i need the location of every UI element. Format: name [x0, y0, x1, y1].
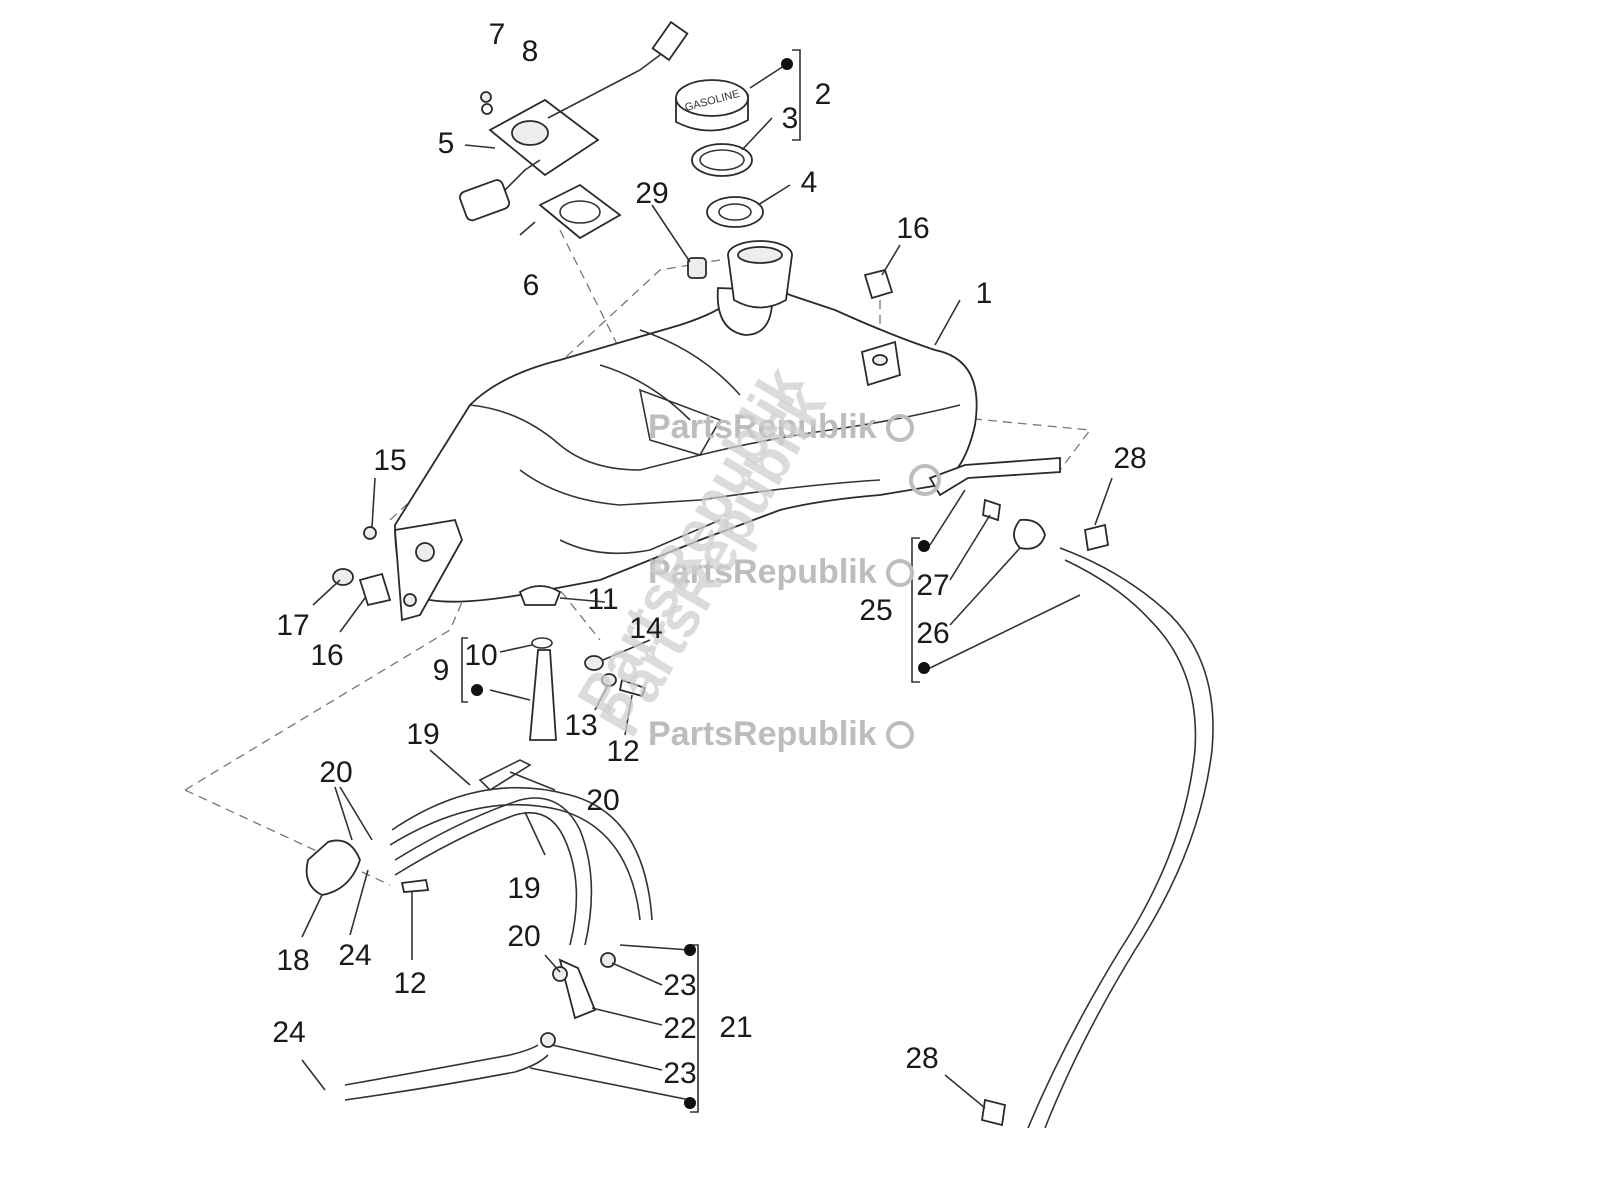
part-28-clip-top — [1083, 523, 1110, 552]
callout-9: 9 — [433, 654, 450, 687]
callout-20-c: 20 — [507, 920, 540, 953]
part-15-bush — [363, 526, 377, 540]
callout-17: 17 — [276, 609, 309, 642]
watermark-brand-bottom: PartsRepublik — [648, 715, 877, 753]
part-10-oring — [531, 637, 553, 649]
callout-13: 13 — [564, 709, 597, 742]
callout-18: 18 — [276, 944, 309, 977]
callout-10: 10 — [464, 639, 497, 672]
callout-23-a: 23 — [663, 969, 696, 1002]
part-29-plug — [687, 257, 707, 279]
callout-11: 11 — [587, 583, 618, 616]
part-17-grommet — [332, 568, 354, 586]
callout-29: 29 — [635, 177, 668, 210]
part-22-filter — [558, 958, 597, 1020]
hoses — [344, 457, 1214, 1129]
callout-20-b: 20 — [586, 784, 619, 817]
part-9-filter — [529, 649, 557, 741]
part-23-clamp-b — [540, 1032, 556, 1048]
callout-28-a: 28 — [1113, 442, 1146, 475]
part-13-washer — [601, 673, 617, 687]
callout-1: 1 — [976, 277, 993, 310]
callout-25: 25 — [859, 594, 892, 627]
watermark-brand-top: PartsRepublik — [648, 408, 877, 446]
callout-4: 4 — [801, 166, 818, 199]
part-20-clamp — [552, 966, 568, 982]
callout-15: 15 — [373, 444, 406, 477]
callout-12-b: 12 — [393, 967, 426, 1000]
gear-icon — [886, 414, 941, 749]
part-27-clamp — [982, 498, 1001, 522]
part-28-clip-bottom — [980, 1098, 1007, 1127]
part-26-valve — [1013, 518, 1046, 550]
callout-14: 14 — [629, 612, 662, 645]
part-12-bolt-a — [618, 678, 647, 698]
callout-26: 26 — [916, 617, 949, 650]
callout-19-a: 19 — [406, 718, 439, 751]
bracket-dots — [471, 58, 930, 1109]
callout-2: 2 — [815, 78, 832, 111]
callout-22: 22 — [663, 1012, 696, 1045]
callout-16-b: 16 — [310, 639, 343, 672]
small-parts — [305, 257, 1110, 1127]
watermark-brand-middle: PartsRepublik — [648, 553, 877, 591]
part-23-clamp-a — [600, 952, 616, 968]
callout-27: 27 — [916, 569, 949, 602]
part-18-fuel-valve — [305, 839, 361, 896]
callout-16-a: 16 — [896, 212, 929, 245]
callout-8: 8 — [522, 35, 539, 68]
callout-6: 6 — [523, 269, 540, 302]
part-25-vent-hose-upper — [928, 457, 1061, 497]
part-11-clamp — [518, 585, 562, 606]
part-16-clip-left — [358, 572, 392, 607]
callout-12-a: 12 — [606, 735, 639, 768]
part-14-washer — [584, 655, 604, 671]
callout-28-b: 28 — [905, 1042, 938, 1075]
callout-24-b: 24 — [272, 1016, 305, 1049]
callout-labels: 1 2 3 4 5 6 7 8 9 10 11 12 12 13 14 15 1… — [272, 18, 1146, 1090]
fuel-filler-cap: GASOLINE — [675, 79, 764, 228]
part-16-clip-top — [863, 268, 894, 300]
part-12-bolt-b — [400, 879, 430, 893]
callout-20-a: 20 — [319, 756, 352, 789]
callout-19-b: 19 — [507, 872, 540, 905]
callout-23-b: 23 — [663, 1057, 696, 1090]
fuel-level-sender-assembly — [459, 20, 689, 240]
callout-5: 5 — [438, 127, 455, 160]
callout-7: 7 — [489, 18, 506, 51]
fuel-tank — [394, 240, 978, 622]
callout-21: 21 — [719, 1011, 752, 1044]
callout-3: 3 — [782, 102, 799, 135]
callout-24-a: 24 — [338, 939, 371, 972]
